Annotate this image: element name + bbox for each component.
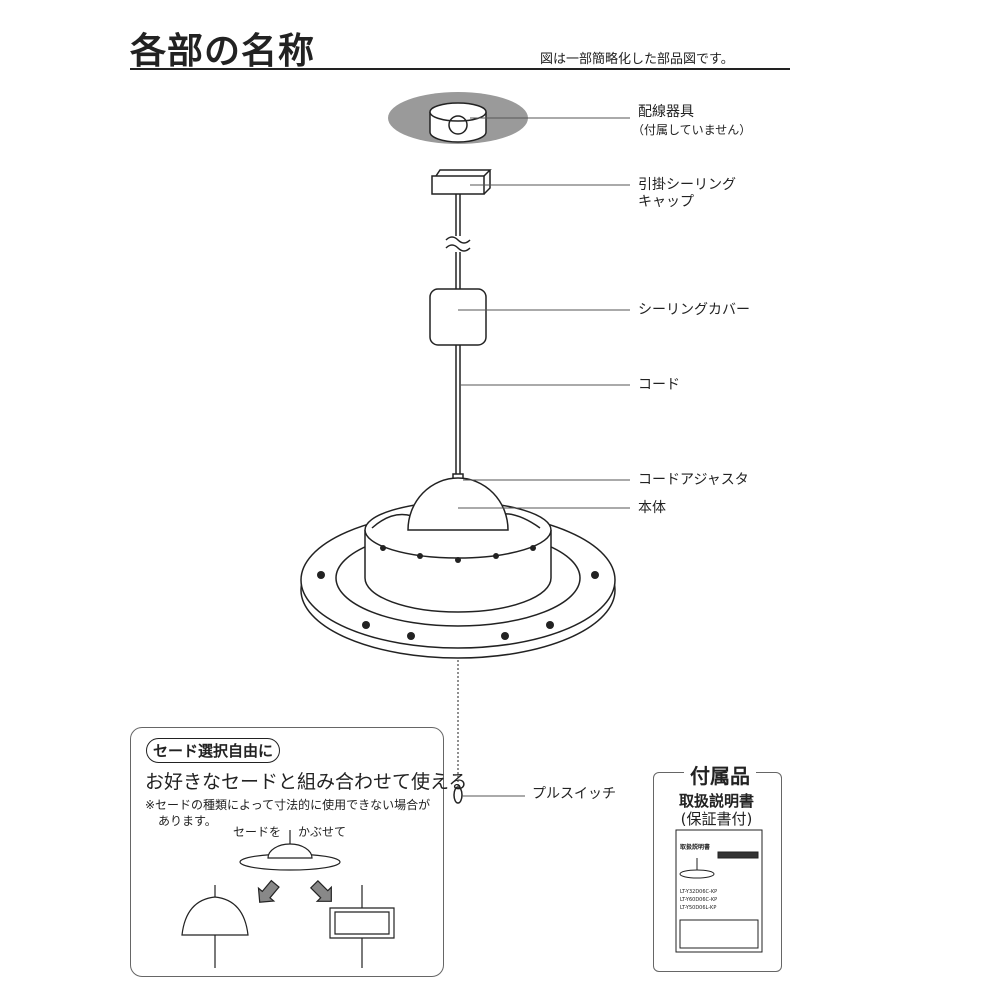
shade-caption-right: かぶせて	[298, 825, 347, 839]
manual-models: LT-Y32D06C-KP LT-Y60D06C-KP LT-Y50D06L-K…	[680, 888, 717, 912]
label-cord-adjuster: コードアジャスタ	[638, 472, 749, 488]
manual-model: LT-Y50D06L-KP	[680, 905, 717, 911]
ceiling-cover	[429, 288, 487, 346]
accessory-item-1: 取扱説明書	[678, 792, 754, 810]
manual-model: LT-Y60D06C-KP	[680, 897, 718, 903]
page-subtitle: 図は一部簡略化した部品図です。	[540, 52, 734, 67]
manual-model: LT-Y32D06C-KP	[680, 889, 718, 895]
shade-info-box	[130, 727, 444, 977]
label-cord: コード	[638, 377, 680, 393]
shade-badge: セード選択自由に	[146, 738, 281, 763]
label-ceiling-cap-1: 引掛シーリング	[638, 177, 736, 193]
shade-note-1: ※セードの種類によって寸法的に使用できない場合が	[145, 798, 431, 812]
shade-headline: お好きなセードと組み合わせて使える	[145, 771, 468, 793]
pull-knob	[453, 786, 463, 804]
manual-heading: 取扱説明書	[680, 844, 711, 851]
label-pull-switch: プルスイッチ	[532, 786, 616, 802]
title-rule	[130, 68, 790, 70]
label-ceiling-cap-2: キャップ	[638, 194, 694, 210]
shade-note-2: あります。	[158, 814, 217, 828]
manual-thumbnail	[675, 829, 763, 953]
accessories-title: 付属品	[684, 760, 756, 789]
shade-illustrations	[181, 830, 395, 968]
label-ceiling-cover: シーリングカバー	[638, 302, 750, 318]
label-body: 本体	[638, 500, 666, 516]
label-wiring-device-note: （付属していません）	[632, 123, 752, 137]
page-title: 各部の名称	[130, 31, 316, 72]
label-wiring-device: 配線器具	[638, 104, 694, 120]
shade-caption-left: セードを	[233, 825, 282, 839]
accessory-item-2: (保証書付)	[680, 810, 753, 828]
body-dome	[407, 477, 509, 531]
